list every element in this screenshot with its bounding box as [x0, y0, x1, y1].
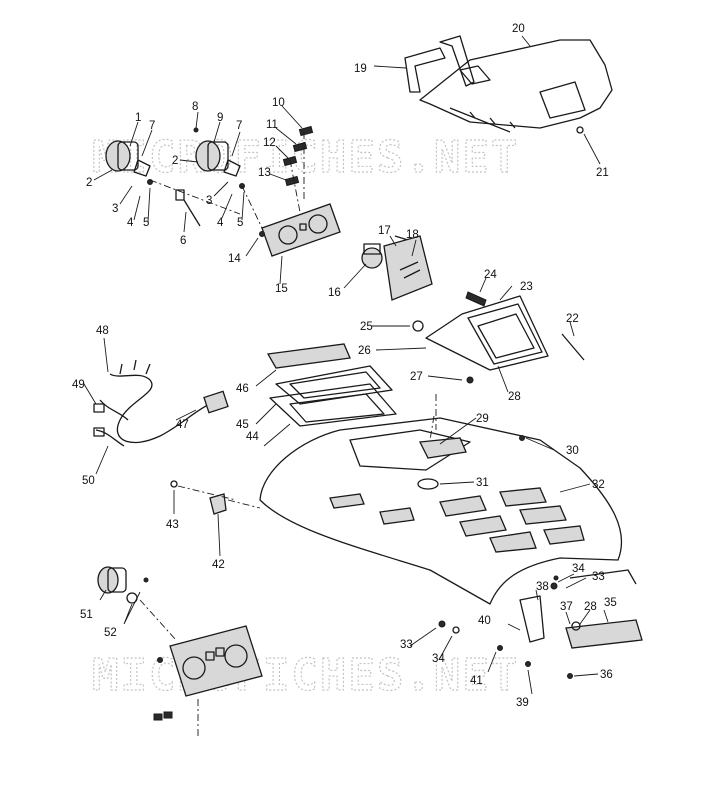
callout-2: 2 [172, 155, 178, 167]
callout-14: 14 [228, 253, 241, 265]
gauge-right [193, 127, 245, 189]
windshield-assembly [404, 35, 613, 134]
callout-9: 9 [217, 112, 223, 124]
callout-12: 12 [263, 137, 276, 149]
bracket [209, 493, 227, 515]
callout-26: 26 [358, 345, 371, 357]
callout-31: 31 [476, 477, 489, 489]
callout-49: 49 [72, 379, 85, 391]
callout-6: 6 [180, 235, 186, 247]
callout-20: 20 [512, 23, 525, 35]
headlight-lens [383, 235, 433, 301]
callout-50: 50 [82, 475, 95, 487]
leader-lines [83, 35, 609, 695]
callout-3: 3 [112, 203, 118, 215]
callout-17: 17 [378, 225, 391, 237]
callout-38: 38 [536, 581, 549, 593]
switch-parts [282, 125, 314, 187]
callout-27: 27 [410, 371, 423, 383]
callout-5: 5 [143, 217, 149, 229]
callout-33: 33 [400, 639, 413, 651]
callout-48: 48 [96, 325, 109, 337]
callout-46: 46 [236, 383, 249, 395]
callout-3: 3 [206, 195, 212, 207]
callout-18: 18 [406, 229, 419, 241]
watermark-top: MICROFICHES.NET [92, 132, 519, 183]
callout-37: 37 [560, 601, 573, 613]
callout-32: 32 [592, 479, 605, 491]
callout-29: 29 [476, 413, 489, 425]
windshield-trim-left [404, 47, 446, 93]
callout-28: 28 [584, 601, 597, 613]
callout-7: 7 [236, 120, 242, 132]
callout-39: 39 [516, 697, 529, 709]
callout-5: 5 [237, 217, 243, 229]
callout-4: 4 [217, 217, 224, 229]
wiring-harness [93, 359, 229, 447]
callout-34: 34 [572, 563, 585, 575]
callout-30: 30 [566, 445, 579, 457]
callout-8: 8 [192, 101, 198, 113]
callout-2: 2 [86, 177, 92, 189]
latch-plate [565, 619, 643, 679]
headlight-housing [412, 295, 585, 384]
callout-13: 13 [258, 167, 271, 179]
callout-22: 22 [566, 313, 579, 325]
callout-4: 4 [127, 217, 134, 229]
hood [259, 417, 623, 605]
callout-51: 51 [80, 609, 93, 621]
callout-24: 24 [484, 269, 497, 281]
windshield-trim-right [439, 35, 475, 87]
callouts: 1 2 2 3 3 4 4 5 5 6 7 7 8 9 10 11 12 13 … [72, 23, 617, 709]
callout-7: 7 [149, 120, 155, 132]
callout-11: 11 [266, 119, 278, 131]
callout-10: 10 [272, 97, 285, 109]
console-assembly [266, 343, 397, 427]
callout-36: 36 [600, 669, 613, 681]
callout-35: 35 [604, 597, 617, 609]
watermark-bottom: MICROFICHES.NET [92, 650, 519, 701]
gauge-left [105, 140, 153, 185]
windshield-screw [576, 126, 584, 134]
instrument-panel-lower [153, 625, 263, 721]
latch-bracket [438, 569, 637, 667]
callout-33: 33 [592, 571, 605, 583]
callout-44: 44 [246, 431, 259, 443]
callout-47: 47 [176, 419, 189, 431]
callout-23: 23 [520, 281, 533, 293]
callout-43: 43 [166, 519, 179, 531]
callout-42: 42 [212, 559, 225, 571]
instrument-panel-upper [259, 203, 341, 257]
callout-45: 45 [236, 419, 249, 431]
callout-1: 1 [135, 112, 141, 124]
callout-16: 16 [328, 287, 341, 299]
callout-52: 52 [104, 627, 117, 639]
callout-40: 40 [478, 615, 491, 627]
callout-28: 28 [508, 391, 521, 403]
callout-21: 21 [596, 167, 609, 179]
callout-41: 41 [470, 675, 483, 687]
callout-34: 34 [432, 653, 445, 665]
rivet [170, 480, 178, 488]
callout-25: 25 [360, 321, 373, 333]
callout-15: 15 [275, 283, 288, 295]
speedometer-cable [175, 189, 201, 227]
headlight-bulb [361, 243, 383, 269]
callout-19: 19 [354, 63, 367, 75]
adjusting-spring [465, 291, 487, 307]
tachometer [97, 566, 149, 604]
